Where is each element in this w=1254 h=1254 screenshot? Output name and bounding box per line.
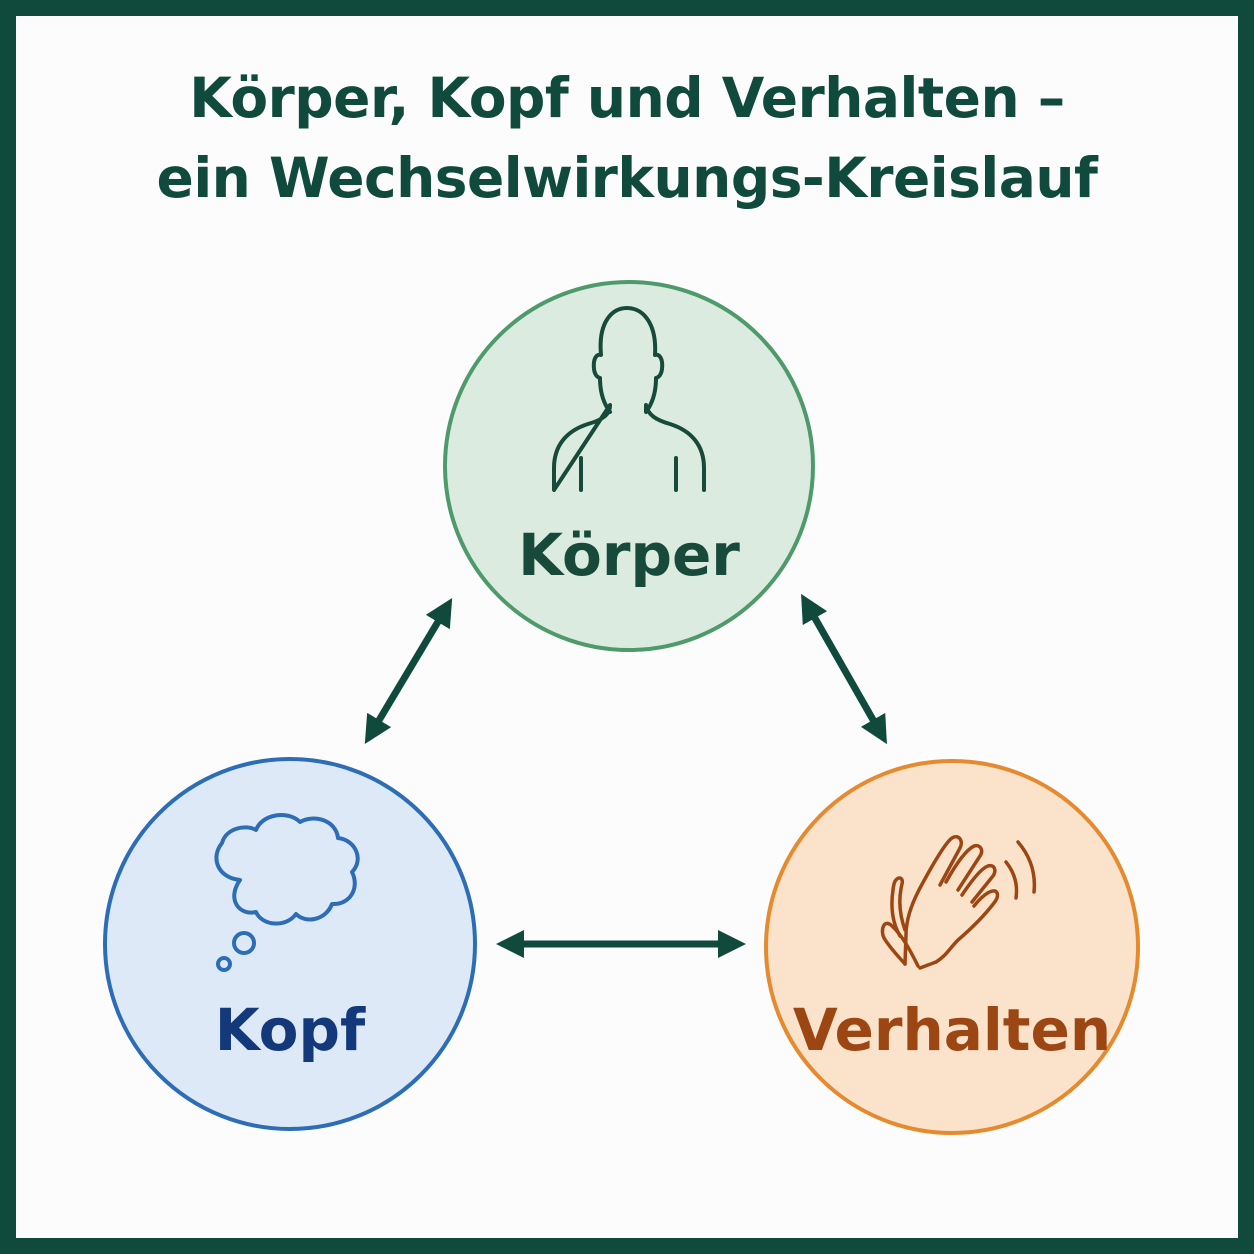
kopf-circle [103, 757, 477, 1131]
waving-hand-icon [880, 835, 1037, 970]
title-line-1: Körper, Kopf und Verhalten – [189, 66, 1065, 130]
arrow-koerper-kopf [364, 597, 453, 745]
node-koerper: Körper [443, 280, 815, 652]
node-kopf: Kopf [103, 757, 477, 1131]
koerper-circle [443, 280, 815, 652]
person-silhouette-icon [552, 306, 706, 492]
diagram-title: Körper, Kopf und Verhalten – ein Wechsel… [0, 58, 1254, 218]
title-line-2: ein Wechselwirkungs-Kreislauf [156, 146, 1098, 210]
arrow-koerper-verhalten [801, 593, 887, 745]
verhalten-label: Verhalten [793, 996, 1111, 1064]
node-verhalten: Verhalten [764, 759, 1140, 1135]
koerper-label: Körper [518, 521, 740, 589]
kopf-label: Kopf [215, 996, 366, 1064]
thought-bubble-icon [214, 813, 360, 972]
